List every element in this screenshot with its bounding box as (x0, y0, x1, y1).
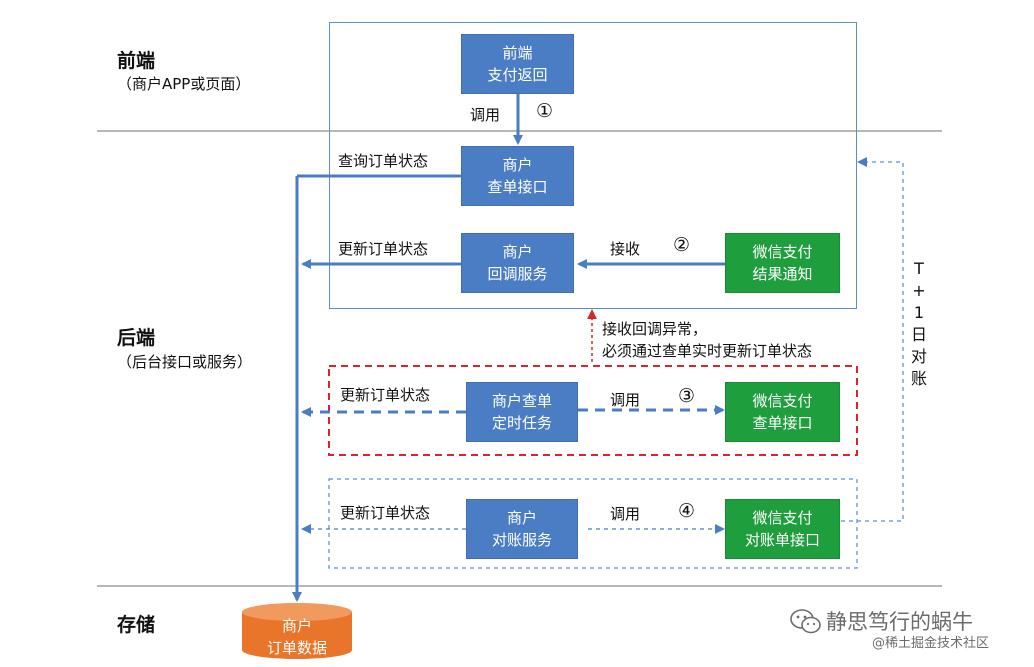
wechat-reconcile-line2: 对账单接口 (744, 531, 820, 549)
label-exception-note-1: 接收回调异常， (602, 320, 708, 338)
merchant-timer-box: 商户查单 定时任务 (466, 382, 578, 442)
wechat-notify-box: 微信支付 结果通知 (725, 233, 840, 293)
order-database-line1: 商户 (281, 617, 312, 635)
separator-backend-storage (97, 585, 942, 587)
label-update-status-3: 更新订单状态 (340, 386, 431, 404)
order-database-label: 商户 订单数据 (242, 614, 352, 660)
wechat-reconcile-line1: 微信支付 (752, 509, 813, 527)
merchant-callback-line1: 商户 (502, 243, 533, 261)
wechat-query-box: 微信支付 查单接口 (725, 382, 840, 442)
wechat-notify-line1: 微信支付 (752, 243, 813, 261)
watermark-account: 静思笃行的蜗牛 (826, 610, 973, 634)
step-3-marker: ③ (678, 385, 696, 407)
step-2-marker: ② (673, 234, 691, 256)
section-title-backend: 后端 (117, 327, 156, 349)
t-plus-1-char-3: 日 (910, 325, 927, 344)
merchant-reconcile-box: 商户 对账服务 (466, 499, 578, 559)
label-exception-note-2: 必须通过查单实时更新订单状态 (602, 342, 813, 360)
label-call-4: 调用 (610, 505, 641, 523)
t-plus-1-char-5: 账 (910, 369, 927, 388)
merchant-query-line2: 查单接口 (487, 178, 548, 196)
merchant-timer-line1: 商户查单 (491, 392, 552, 410)
wechat-logo-icon (790, 609, 821, 634)
frontend-return-line1: 前端 (502, 44, 533, 62)
label-call-1: 调用 (470, 106, 501, 124)
watermark-site: @稀土掘金技术社区 (872, 636, 990, 651)
step-4-marker: ④ (678, 500, 696, 522)
label-call-3: 调用 (610, 391, 641, 409)
realtime-flow-panel (329, 22, 857, 309)
frontend-return-line2: 支付返回 (487, 66, 548, 84)
wechat-notify-line2: 结果通知 (752, 265, 813, 283)
merchant-query-box: 商户 查单接口 (461, 146, 574, 206)
section-subtitle-backend: （后台接口或服务） (117, 353, 253, 371)
merchant-query-line1: 商户 (502, 156, 533, 174)
t-plus-1-loop (841, 157, 904, 522)
t-plus-1-char-1: + (912, 281, 926, 300)
label-receive: 接收 (610, 240, 641, 258)
label-query-status: 查询订单状态 (338, 152, 429, 170)
section-title-frontend: 前端 (117, 50, 156, 72)
order-database-line2: 订单数据 (266, 639, 327, 657)
label-update-status-2: 更新订单状态 (338, 240, 429, 258)
t-plus-1-char-0: T (914, 259, 924, 278)
wechat-reconcile-box: 微信支付 对账单接口 (725, 499, 840, 559)
label-update-status-4: 更新订单状态 (340, 504, 431, 522)
merchant-reconcile-line2: 对账服务 (491, 531, 552, 549)
merchant-reconcile-line1: 商户 (506, 509, 537, 527)
wechat-query-line1: 微信支付 (752, 392, 813, 410)
section-title-storage: 存储 (117, 614, 156, 636)
order-database-cylinder (242, 603, 352, 659)
merchant-callback-line2: 回调服务 (487, 265, 548, 283)
step-1-marker: ① (536, 100, 554, 122)
frontend-return-box: 前端 支付返回 (461, 34, 574, 94)
wechat-query-line2: 查单接口 (752, 414, 813, 432)
merchant-timer-line2: 定时任务 (491, 414, 552, 432)
reconcile-container (328, 478, 858, 569)
t-plus-1-char-2: 1 (913, 303, 925, 322)
merchant-callback-box: 商户 回调服务 (461, 233, 574, 293)
label-t-plus-1-reconcile: T + 1 日 对 账 (909, 258, 929, 390)
t-plus-1-char-4: 对 (910, 347, 927, 366)
section-subtitle-frontend: （商户APP或页面） (117, 75, 251, 93)
